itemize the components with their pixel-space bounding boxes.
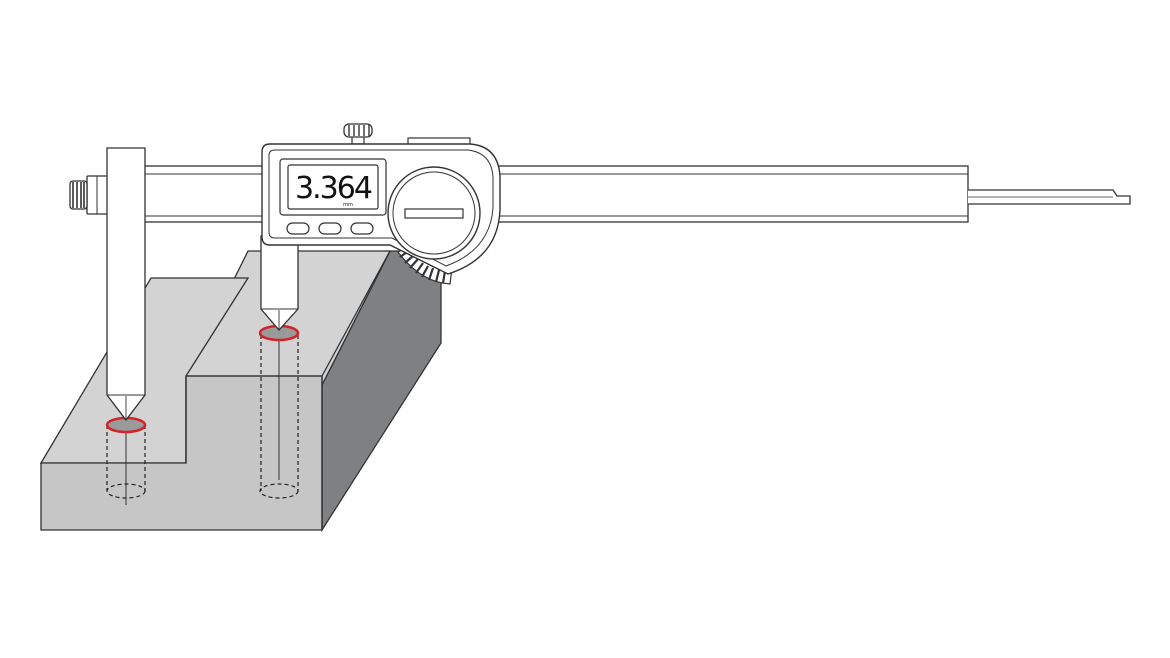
hidden-hole-right (259, 335, 299, 499)
lcd-screen (287, 164, 379, 210)
function-button-right[interactable] (350, 222, 374, 235)
lcd-unit: mm (343, 202, 353, 208)
round-dial (387, 166, 481, 260)
dial-slot (404, 208, 464, 219)
fixed-jaw-probe (69, 147, 146, 422)
function-button-middle[interactable] (318, 222, 342, 235)
knurled-screw-icon[interactable] (69, 180, 88, 210)
lcd-reading: 3.364 (295, 171, 372, 206)
sliding-jaw-probe (260, 235, 299, 331)
stepped-workpiece (39, 250, 442, 533)
digital-readout-head: 3.364 mm (261, 123, 501, 275)
lock-screw-icon[interactable] (343, 123, 373, 145)
function-button-left[interactable] (286, 222, 310, 235)
hidden-hole-left (106, 425, 146, 505)
